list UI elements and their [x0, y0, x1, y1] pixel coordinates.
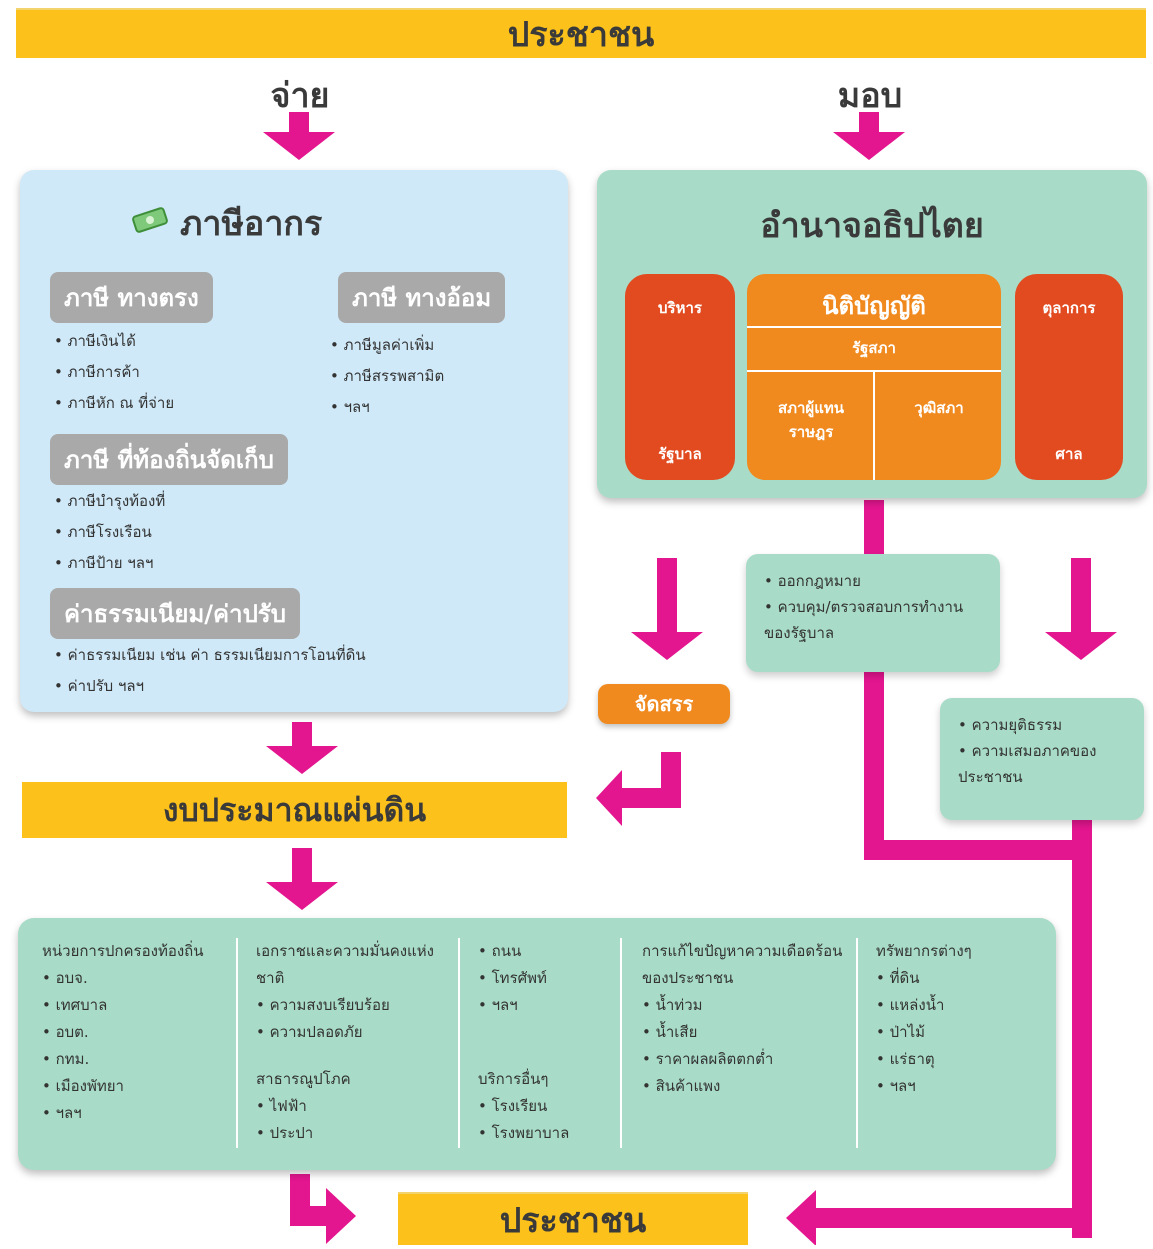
- list-item: • โรงพยาบาล: [478, 1124, 570, 1142]
- legislative-note: • ออกกฎหมาย • ควบคุม/ตรวจสอบการทำงานของร…: [746, 554, 1000, 672]
- direct-tax-label: ภาษี ทางตรง: [50, 272, 213, 323]
- list-item: • ภาษีโรงเรือน: [54, 523, 152, 541]
- list-item: • ความปลอดภัย: [256, 1023, 363, 1041]
- judicial-top-label: ตุลาการ: [1042, 299, 1096, 317]
- spending-col-local: หน่วยการปกครองท้องถิ่น • อบจ. • เทศบาล •…: [42, 938, 232, 1127]
- list-item: • ภาษีมูลค่าเพิ่ม: [330, 336, 435, 354]
- list-item: • อบจ.: [42, 969, 88, 987]
- list-item: • ที่ดิน: [876, 969, 920, 987]
- sovereignty-title: อำนาจอธิปไตย: [760, 206, 984, 246]
- list-item: • ภาษีหัก ณ ที่จ่าย: [54, 394, 175, 412]
- list-item: • ค่าปรับ ฯลฯ: [54, 677, 144, 695]
- allocation-label: จัดสรร: [598, 684, 730, 724]
- list-item: • โรงเรียน: [478, 1097, 548, 1115]
- house-label: สภาผู้แทนราษฎร: [777, 399, 845, 441]
- tax-title: ภาษีอากร: [130, 196, 460, 250]
- budget-banner: งบประมาณแผ่นดิน: [22, 782, 567, 838]
- list-item: • ฯลฯ: [42, 1104, 82, 1122]
- arrow-allocation-to-budget: [596, 752, 681, 826]
- executive-bottom-label: รัฐบาล: [658, 445, 702, 463]
- col-heading: การแก้ไขปัญหาความเดือดร้อนของประชาชน: [642, 942, 843, 987]
- list-item: • น้ำท่วม: [642, 996, 703, 1014]
- sovereignty-box: อำนาจอธิปไตย บริหาร รัฐบาล นิติบัญญัติ ร…: [597, 170, 1147, 498]
- list-item: • เมืองพัทยา: [42, 1077, 124, 1095]
- arrow-executive-down: [631, 558, 703, 660]
- list-item: • ภาษีป้าย ฯลฯ: [54, 554, 154, 572]
- list-item: • ถนน: [478, 942, 522, 960]
- legislative-title: นิติบัญญัติ: [822, 292, 926, 320]
- fees-list: • ค่าธรรมเนียม เช่น ค่า ธรรมเนียมการโอนท…: [54, 640, 366, 702]
- spending-col-security: เอกราชและความมั่นคงแห่งชาติ • ความสงบเรี…: [256, 938, 451, 1147]
- senate-label: วุฒิสภา: [914, 399, 964, 417]
- top-banner-people: ประชาชน: [16, 8, 1146, 58]
- list-item: • อบต.: [42, 1023, 89, 1041]
- list-item: • แร่ธาตุ: [876, 1050, 935, 1068]
- indirect-tax-label: ภาษี ทางอ้อม: [338, 272, 506, 323]
- tax-box: ภาษีอากร ภาษี ทางตรง • ภาษีเงินได้ • ภาษ…: [20, 170, 568, 712]
- list-item: • กทม.: [42, 1050, 90, 1068]
- judicial-column: ตุลาการ ศาล: [1015, 274, 1123, 480]
- list-item: • ออกกฎหมาย: [764, 572, 861, 590]
- list-item: • ความสงบเรียบร้อย: [256, 996, 390, 1014]
- list-item: • น้ำเสีย: [642, 1023, 698, 1041]
- list-item: • ฯลฯ: [876, 1077, 916, 1095]
- top-banner-label: ประชาชน: [507, 15, 655, 55]
- list-item: • ความยุติธรรม: [958, 716, 1063, 734]
- arrow-judicial-down: [1045, 558, 1117, 660]
- col-heading: หน่วยการปกครองท้องถิ่น: [42, 942, 204, 960]
- spending-box: หน่วยการปกครองท้องถิ่น • อบจ. • เทศบาล •…: [18, 918, 1056, 1170]
- fees-label: ค่าธรรมเนียม/ค่าปรับ: [50, 588, 300, 639]
- local-tax-list: • ภาษีบำรุงท้องที่ • ภาษีโรงเรือน • ภาษี…: [54, 486, 165, 579]
- money-bill-icon: [130, 203, 170, 243]
- list-item: • ราคาผลผลิตตกต่ำ: [642, 1050, 774, 1068]
- judicial-note: • ความยุติธรรม • ความเสมอภาคของประชาชน: [940, 698, 1144, 820]
- delegate-label: มอบ: [837, 76, 903, 116]
- list-item: • ฯลฯ: [330, 398, 370, 416]
- list-item: • สินค้าแพง: [642, 1077, 721, 1095]
- list-item: • ความเสมอภาคของประชาชน: [958, 742, 1097, 786]
- list-item: • ภาษีเงินได้: [54, 332, 136, 350]
- list-item: • ประปา: [256, 1124, 314, 1142]
- bottom-banner-people: ประชาชน: [398, 1192, 748, 1245]
- list-item: • ไฟฟ้า: [256, 1097, 307, 1115]
- list-item: • ภาษีการค้า: [54, 363, 140, 381]
- parliament-label: รัฐสภา: [852, 339, 896, 357]
- arrow-spending-to-people: [290, 1174, 356, 1244]
- judicial-bottom-label: ศาล: [1055, 445, 1083, 463]
- col-heading: ทรัพยากรต่างๆ: [876, 942, 972, 960]
- list-item: • เทศบาล: [42, 996, 108, 1014]
- spending-col-infrastructure: • ถนน • โทรศัพท์ • ฯลฯ บริการอื่นๆ • โรง…: [478, 938, 618, 1147]
- list-item: • ภาษีบำรุงท้องที่: [54, 492, 166, 510]
- col-heading: เอกราชและความมั่นคงแห่งชาติ: [256, 942, 434, 987]
- list-item: • ภาษีสรรพสามิต: [330, 367, 445, 385]
- list-item: • ฯลฯ: [478, 996, 518, 1014]
- list-item: • ค่าธรรมเนียม เช่น ค่า ธรรมเนียมการโอนท…: [54, 646, 366, 664]
- pay-label: จ่าย: [270, 76, 330, 116]
- list-item: • ควบคุม/ตรวจสอบการทำงานของรัฐบาล: [764, 598, 964, 642]
- spending-col-relief: การแก้ไขปัญหาความเดือดร้อนของประชาชน • น…: [642, 938, 852, 1100]
- list-item: • ป่าไม้: [876, 1023, 926, 1041]
- col-subheading: บริการอื่นๆ: [478, 1070, 549, 1088]
- legislative-block: นิติบัญญัติ รัฐสภา สภาผู้แทนราษฎร วุฒิสภ…: [747, 274, 1001, 480]
- executive-top-label: บริหาร: [658, 299, 702, 317]
- executive-column: บริหาร รัฐบาล: [625, 274, 735, 480]
- tax-title-text: ภาษีอากร: [180, 204, 323, 244]
- arrow-tax-to-budget: [266, 722, 338, 774]
- spending-col-resources: ทรัพยากรต่างๆ • ที่ดิน • แหล่งน้ำ • ป่าไ…: [876, 938, 1046, 1100]
- direct-tax-list: • ภาษีเงินได้ • ภาษีการค้า • ภาษีหัก ณ ท…: [54, 326, 174, 419]
- col-subheading: สาธารณูปโภค: [256, 1070, 351, 1088]
- bottom-banner-label: ประชาชน: [499, 1201, 647, 1241]
- indirect-tax-list: • ภาษีมูลค่าเพิ่ม • ภาษีสรรพสามิต • ฯลฯ: [330, 330, 444, 423]
- list-item: • แหล่งน้ำ: [876, 996, 945, 1014]
- list-item: • โทรศัพท์: [478, 969, 547, 987]
- arrow-budget-to-spending: [266, 848, 338, 910]
- local-tax-label: ภาษี ที่ท้องถิ่นจัดเก็บ: [50, 434, 288, 485]
